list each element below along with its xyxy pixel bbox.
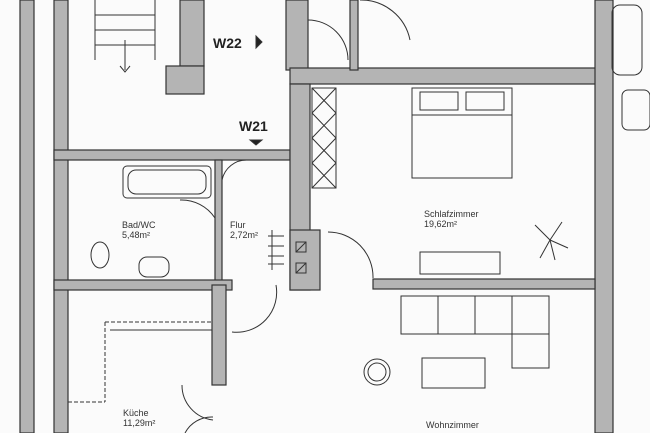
wall-bedroom-bottom [372,278,596,290]
wall-bath-flur [214,159,223,286]
room-name: Küche [123,408,149,418]
wall-w22 [285,0,309,71]
room-area: 5,48m² [122,230,151,240]
wall-kitchen [211,284,227,386]
bathtub [122,165,212,199]
wall-corridor [53,149,291,161]
room-name: Bad/WC [122,220,156,230]
room-area: 11,29m² [123,418,156,428]
marker-w21: W21 [239,118,268,134]
door-arc [307,19,349,61]
toilet [90,241,110,269]
room-label-wohnzimmer: Wohnzimmer [426,420,479,430]
wall-bedroom-top [289,67,601,85]
room-name: Wohnzimmer [426,420,479,430]
marker-w22: W22 [213,35,242,51]
room-name: Schlafzimmer [424,209,479,219]
room-area: 19,62m² [424,219,458,229]
wall-stair [179,0,205,67]
room-label-schlafzimmer: Schlafzimmer 19,62m² [424,209,479,229]
room-area: 2,72m² [230,230,259,240]
room-label-flur: Flur 2,72m² [230,220,258,240]
bed [411,87,513,179]
armchair [363,358,391,386]
room-name: Flur [230,220,246,230]
fixtures [68,0,650,433]
staircase [94,0,156,73]
wall-right [594,0,614,433]
wall-left [53,0,69,433]
coffee-table [421,357,486,389]
room-label-kueche: Küche 11,29m² [123,408,155,428]
wall-bath-bottom [53,279,233,291]
sink [138,256,170,278]
plant-icon [534,221,569,261]
room-label-bad: Bad/WC 5,48m² [122,220,156,240]
walls [19,0,614,433]
